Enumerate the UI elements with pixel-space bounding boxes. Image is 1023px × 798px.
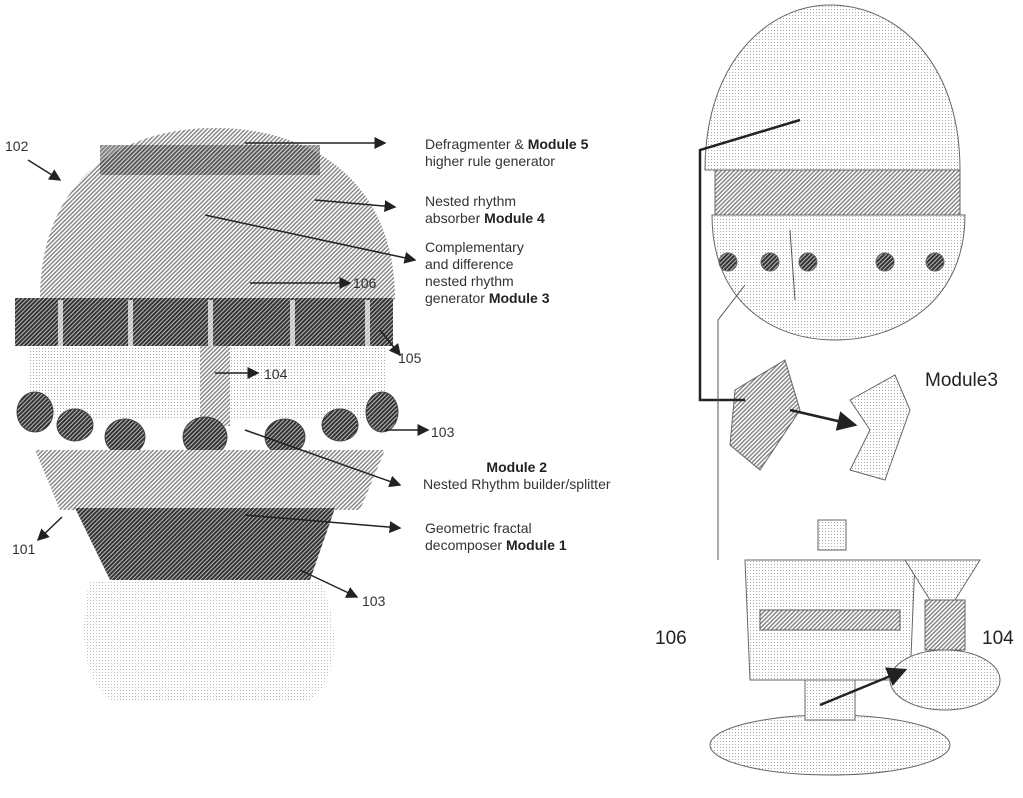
device-104 <box>889 559 1001 711</box>
module-5-label: Module 5 <box>527 136 589 152</box>
ref-102: 102 <box>5 138 29 154</box>
right-connector-lines <box>698 118 908 707</box>
callout-module-3: Complementary and difference nested rhyt… <box>425 239 550 307</box>
module3-label: Module3 <box>925 370 998 391</box>
base-bowl <box>75 508 335 580</box>
callout-text: nested rhythm <box>425 273 514 289</box>
ref-106: 106 <box>353 275 377 291</box>
module-4-label: Module 4 <box>484 210 545 226</box>
rotor-ring <box>16 391 399 458</box>
left-leader-arrows <box>27 137 430 598</box>
ref-104-right: 104 <box>982 628 1014 649</box>
ref-103-lower: 103 <box>362 593 386 609</box>
lower-body <box>35 450 385 510</box>
module-1-label: Module 1 <box>505 537 567 553</box>
egg-top <box>704 4 961 171</box>
egg-band <box>714 169 961 216</box>
ref-103-upper: 103 <box>431 424 455 440</box>
ref-104: 104 <box>264 366 288 382</box>
callout-module-4: Nested rhythm absorber Module 4 <box>425 193 545 227</box>
module3-part-a <box>729 359 801 471</box>
callout-text: generator <box>425 290 485 306</box>
callout-text: Defragmenter & <box>425 136 524 152</box>
callout-text: and difference <box>425 256 514 272</box>
ref-106-right: 106 <box>655 628 687 649</box>
callout-text: higher rule generator <box>425 153 555 169</box>
module-2-label: Module 2 <box>486 459 548 475</box>
ref-101: 101 <box>12 541 36 557</box>
egg-bottom <box>711 214 966 341</box>
reflection <box>84 580 334 700</box>
callout-module-2: Module 2 Nested Rhythm builder/splitter <box>423 459 611 493</box>
left-device-illustration <box>15 128 399 700</box>
callout-text: decomposer <box>425 537 503 553</box>
band-ring <box>15 298 393 346</box>
callout-module-1: Geometric fractal decomposer Module 1 <box>425 520 567 554</box>
module3-part-b <box>849 374 911 481</box>
module-3-label: Module 3 <box>488 290 550 306</box>
callout-text: Complementary <box>425 239 524 255</box>
device-106 <box>709 519 951 776</box>
callout-text: Nested Rhythm builder/splitter <box>423 476 611 492</box>
ref-105: 105 <box>398 350 422 366</box>
callout-text: Nested rhythm <box>425 193 517 209</box>
callout-text: Geometric fractal <box>425 520 532 536</box>
callout-module-5: Defragmenter & Module 5 higher rule gene… <box>425 136 588 170</box>
callout-text: absorber <box>425 210 481 226</box>
